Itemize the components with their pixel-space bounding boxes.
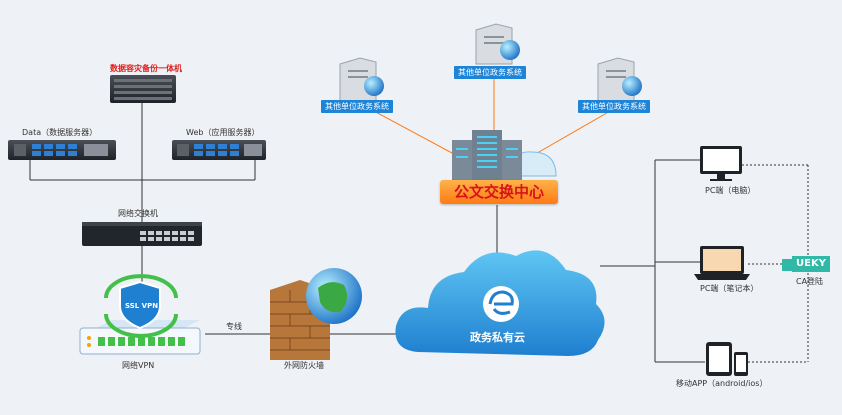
gov-system-tag-1: 其他单位政务系统 xyxy=(321,100,393,113)
pc-desktop-label: PC端（电脑） xyxy=(705,186,756,195)
private-cloud-icon xyxy=(395,250,605,356)
mobile-tablet-icon xyxy=(706,342,748,376)
ssl-vpn-shield-icon xyxy=(104,274,178,338)
gov-system-tag-2: 其他单位政务系统 xyxy=(454,66,526,79)
cloud-label: 政务私有云 xyxy=(470,331,525,344)
exchange-center-title: 公文交换中心 xyxy=(440,180,558,204)
dotted-lines xyxy=(742,164,809,363)
gov-server-icon-3 xyxy=(597,57,642,103)
line-label: 专线 xyxy=(226,322,242,331)
exchange-center-server-icon xyxy=(452,130,557,180)
backup-server-icon xyxy=(110,75,176,103)
backup-label: 数据容灾备份一体机 xyxy=(110,64,182,73)
desktop-monitor-icon xyxy=(700,146,742,181)
ssl-vpn-label: SSL VPN xyxy=(125,302,159,310)
mobile-app-label: 移动APP（android/ios） xyxy=(676,379,768,388)
firewall-label: 外网防火墙 xyxy=(284,361,324,370)
web-server-label: Web（应用服务器） xyxy=(186,128,260,137)
orange-lines xyxy=(371,75,613,161)
vpn-label: 网络VPN xyxy=(122,361,155,370)
gov-server-icon-2 xyxy=(475,23,520,65)
web-server-icon xyxy=(172,140,266,160)
switch-icon xyxy=(82,222,202,246)
firewall-icon xyxy=(270,268,362,360)
pc-laptop-label: PC端（笔记本） xyxy=(700,284,759,293)
data-server-label: Data（数据服务器） xyxy=(22,128,98,137)
connection-lines xyxy=(29,103,705,363)
ca-login-label: CA登陆 xyxy=(796,277,824,286)
laptop-icon xyxy=(694,246,750,280)
ueky-badge: UEKY xyxy=(792,256,830,272)
switch-label: 网络交换机 xyxy=(118,209,158,218)
gov-server-icon-1 xyxy=(339,57,384,103)
usb-key-icon xyxy=(782,259,792,271)
data-server-icon xyxy=(8,140,116,160)
gov-system-tag-3: 其他单位政务系统 xyxy=(578,100,650,113)
